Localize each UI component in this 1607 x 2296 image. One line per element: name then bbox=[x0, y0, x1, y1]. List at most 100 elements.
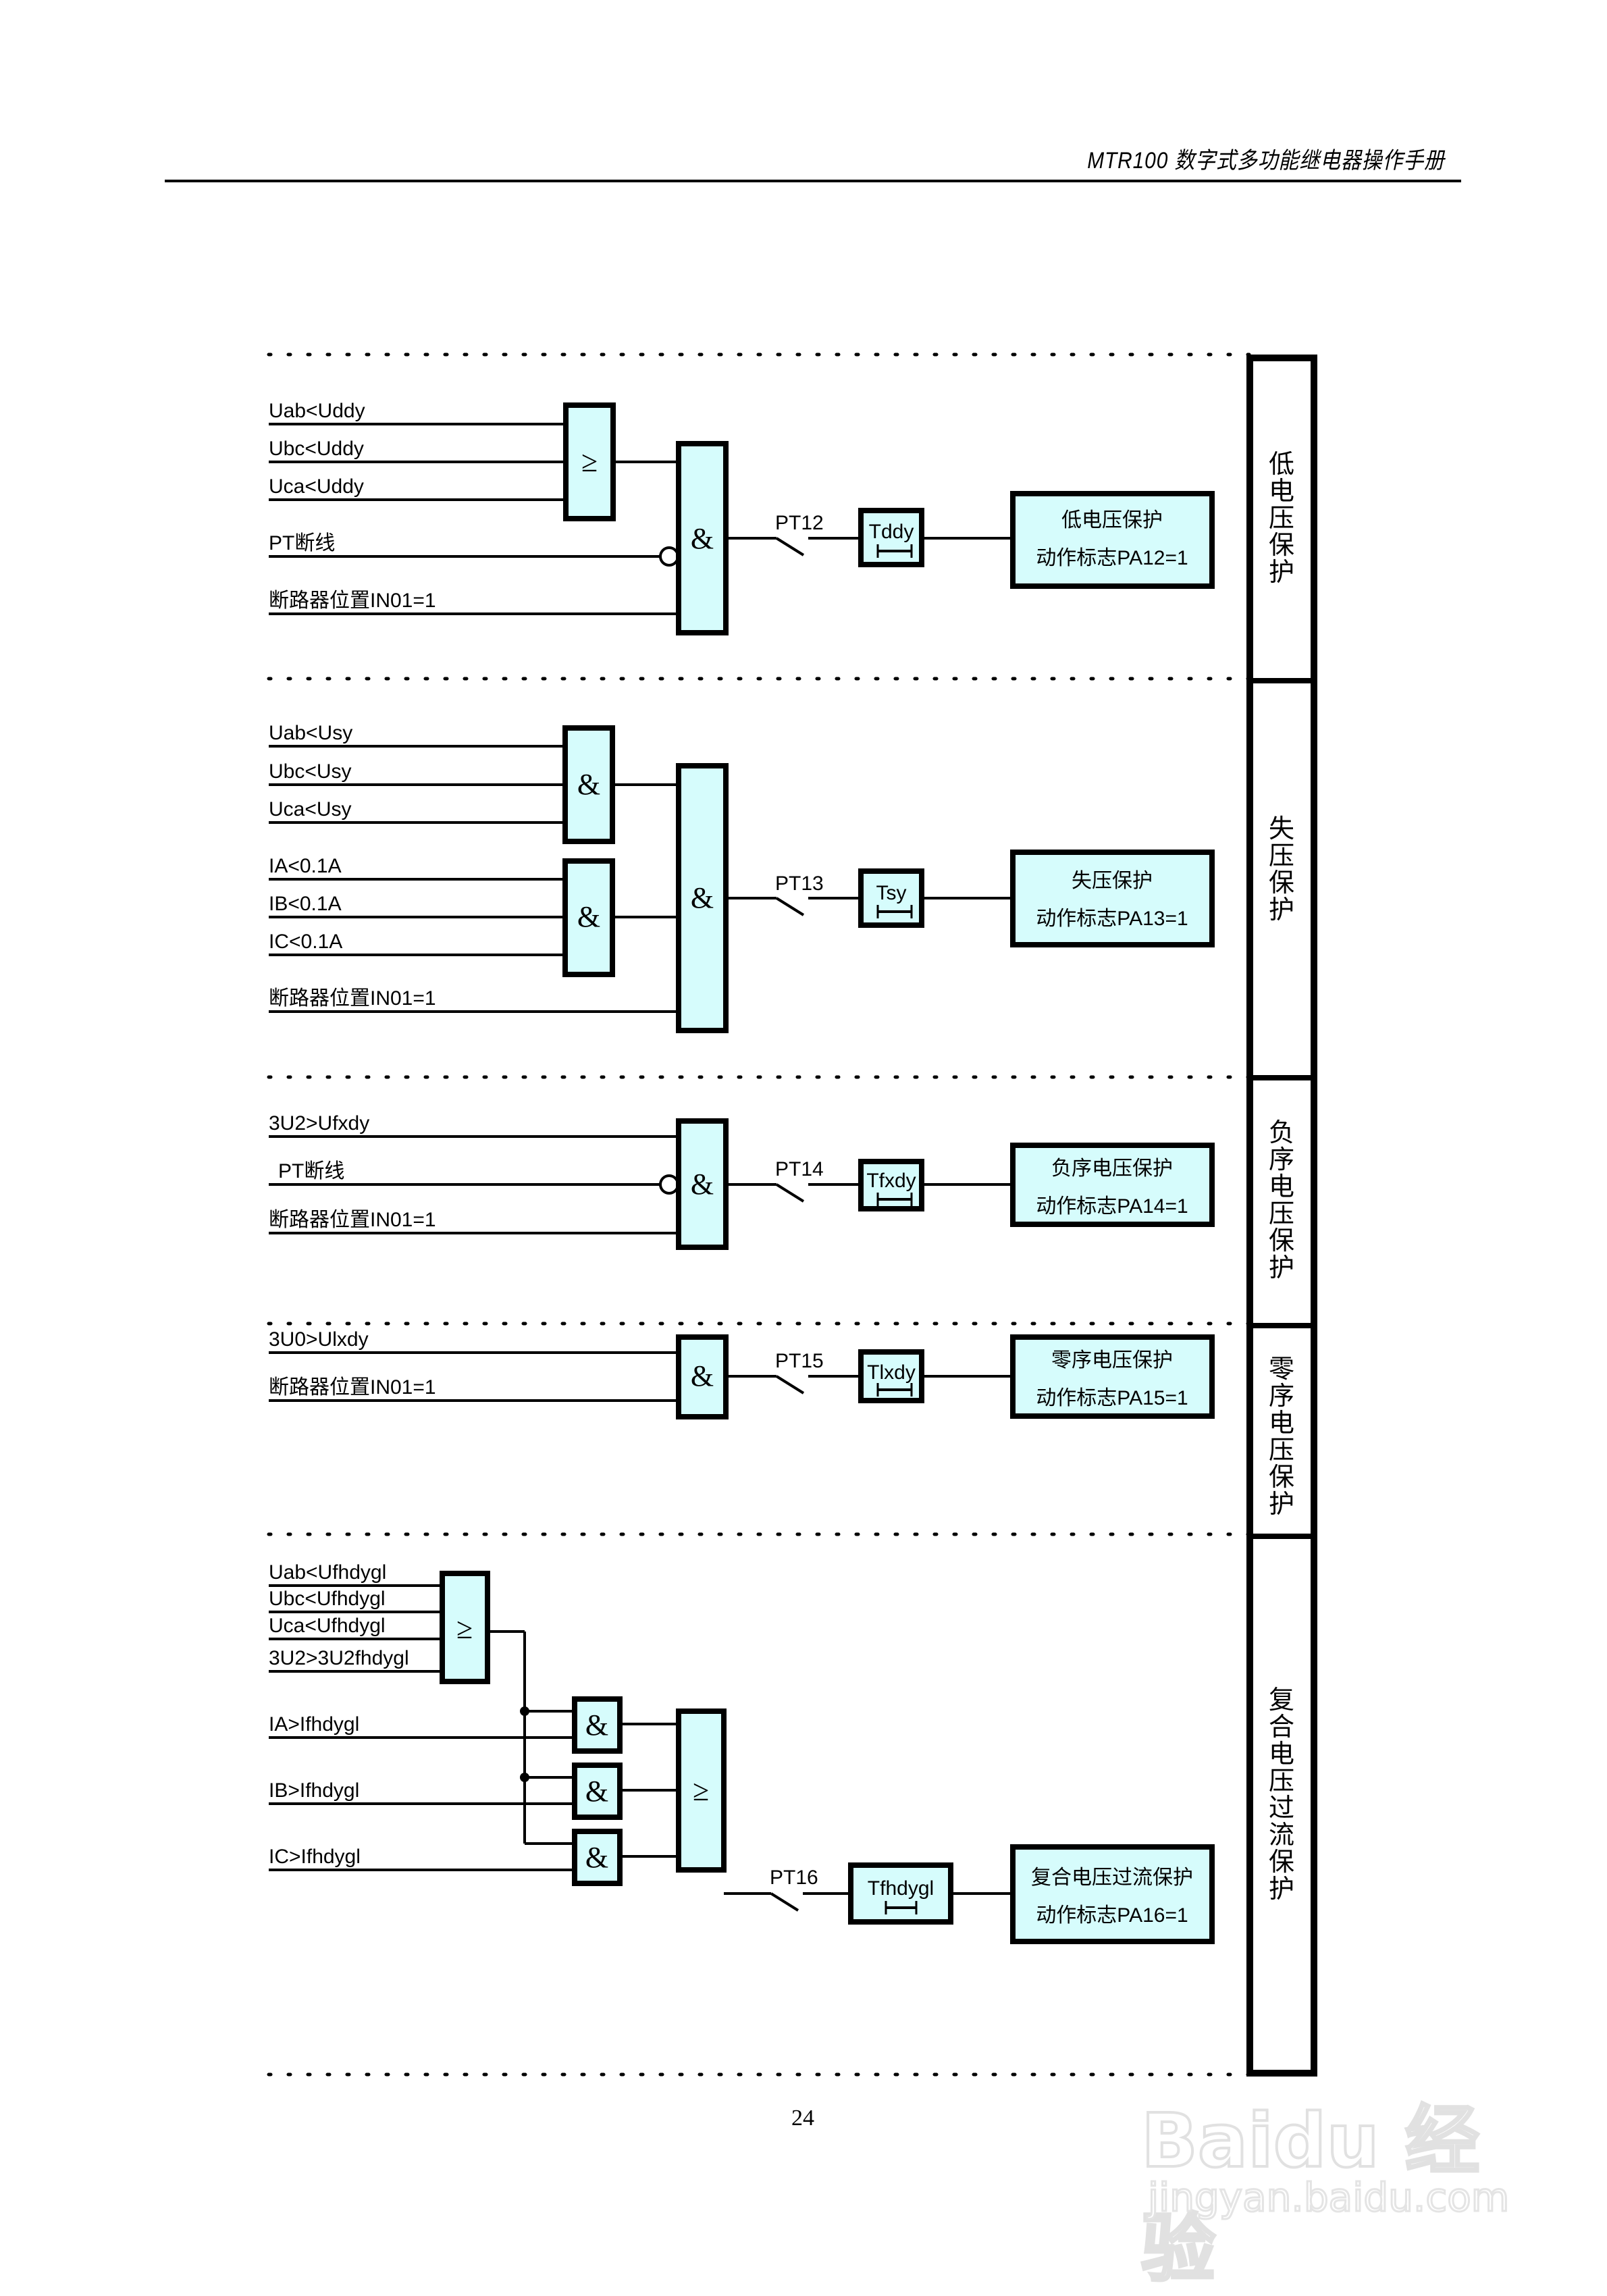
side-label-char: 压 bbox=[1269, 1435, 1294, 1465]
side-label-char: 压 bbox=[1269, 841, 1294, 870]
output-block bbox=[1010, 1844, 1215, 1944]
output-label-2: 动作标志PA15=1 bbox=[1036, 1387, 1188, 1409]
output-label-1: 负序电压保护 bbox=[1051, 1157, 1173, 1180]
timer-label: Tfxdy bbox=[866, 1170, 916, 1192]
output-block bbox=[1010, 1143, 1215, 1227]
output-label-2: 动作标志PA13=1 bbox=[1036, 908, 1188, 930]
input-label: IA>Ifhdygl bbox=[269, 1713, 359, 1736]
and-gate-b bbox=[572, 1763, 623, 1820]
switch-blade bbox=[775, 1183, 805, 1203]
side-label-char: 压 bbox=[1269, 503, 1294, 533]
side-label-char: 负 bbox=[1269, 1118, 1294, 1147]
gate-symbol: & bbox=[577, 900, 600, 933]
timer-label: Tddy bbox=[869, 521, 914, 543]
timer-label: Tlxdy bbox=[867, 1361, 916, 1384]
timer-block bbox=[858, 868, 924, 928]
section-separators bbox=[267, 353, 1251, 2077]
section-compound-overcurrent bbox=[269, 1571, 727, 1886]
switch-blade bbox=[775, 1375, 805, 1394]
input-label: 3U0>Ulxdy bbox=[269, 1328, 369, 1351]
input-label: 3U2>3U2fhdygl bbox=[269, 1647, 409, 1669]
side-label-low-voltage: 低电压保护 bbox=[1269, 449, 1294, 587]
input-label: Uca<Uddy bbox=[269, 475, 364, 498]
side-label-compound-overcurrent: 复合电压过流保护 bbox=[1269, 1685, 1294, 1904]
input-label: Uab<Uddy bbox=[269, 400, 365, 422]
side-label-char: 电 bbox=[1269, 1739, 1294, 1769]
output-block bbox=[1010, 850, 1215, 947]
section-zero-sequence bbox=[269, 1334, 1215, 1419]
side-label-char: 失 bbox=[1269, 814, 1294, 843]
side-label-char: 序 bbox=[1269, 1145, 1294, 1174]
manual-title: MTR100 数字式多功能继电器操作手册 bbox=[1087, 148, 1445, 174]
gate-symbol: & bbox=[585, 1775, 608, 1808]
switch-blade bbox=[775, 897, 805, 916]
output-label-1: 失压保护 bbox=[1072, 870, 1153, 892]
side-label-char: 保 bbox=[1269, 1226, 1294, 1255]
switch-label: PT12 bbox=[775, 512, 824, 534]
gate-symbol: & bbox=[691, 522, 714, 555]
input-label: PT断线 bbox=[269, 532, 335, 554]
side-label-char: 保 bbox=[1269, 530, 1294, 560]
gate-symbol: ≥ bbox=[581, 445, 598, 478]
switch-label: PT13 bbox=[775, 872, 824, 895]
input-label: PT断线 bbox=[278, 1160, 344, 1182]
and-gate-current bbox=[562, 858, 615, 977]
side-label-loss-of-voltage: 失压保护 bbox=[1269, 814, 1294, 924]
output-label-2: 动作标志PA16=1 bbox=[1036, 1904, 1188, 1927]
baidu-watermark: Baidu 经验 jingyan.baidu.com bbox=[1140, 2066, 1519, 2293]
input-label: Uab<Usy bbox=[269, 722, 352, 744]
input-label: Uab<Ufhdygl bbox=[269, 1561, 386, 1584]
timer-label: Tsy bbox=[876, 882, 907, 904]
switch-blade bbox=[775, 537, 805, 556]
and-gate bbox=[676, 441, 729, 635]
output-label-1: 低电压保护 bbox=[1061, 509, 1163, 531]
and-gate-voltage bbox=[562, 725, 615, 844]
input-label: IA<0.1A bbox=[269, 855, 342, 877]
input-label: IC<0.1A bbox=[269, 931, 342, 953]
input-label: IB<0.1A bbox=[269, 893, 342, 915]
switch-blade bbox=[770, 1892, 799, 1912]
side-label-char: 护 bbox=[1269, 895, 1294, 924]
side-label-char: 电 bbox=[1269, 1408, 1294, 1438]
side-label-char: 保 bbox=[1269, 868, 1294, 897]
and-gate-c bbox=[572, 1829, 623, 1886]
section-low-voltage bbox=[269, 402, 1215, 635]
side-label-char: 复 bbox=[1269, 1685, 1294, 1715]
side-label-column bbox=[1246, 355, 1317, 2077]
output-label-1: 零序电压保护 bbox=[1051, 1349, 1173, 1372]
input-label: 断路器位置IN01=1 bbox=[269, 1209, 436, 1231]
input-label: Ubc<Uddy bbox=[269, 438, 364, 460]
side-label-zero-sequence: 零序电压保护 bbox=[1269, 1354, 1294, 1519]
gate-symbol: & bbox=[691, 1359, 714, 1392]
gate-symbol: & bbox=[577, 768, 600, 801]
gate-symbol: & bbox=[691, 881, 714, 914]
timer-block bbox=[848, 1862, 953, 1925]
side-label-char: 护 bbox=[1269, 1253, 1294, 1282]
side-label-char: 护 bbox=[1269, 1874, 1294, 1904]
input-label: Uca<Usy bbox=[269, 798, 352, 820]
timer-block bbox=[858, 1159, 924, 1211]
side-label-char: 电 bbox=[1269, 1172, 1294, 1201]
header-rule bbox=[165, 180, 1461, 182]
side-label-negative-sequence: 负序电压保护 bbox=[1269, 1118, 1294, 1282]
side-label-char: 低 bbox=[1269, 449, 1294, 479]
or-gate-main bbox=[676, 1708, 727, 1873]
input-label: 断路器位置IN01=1 bbox=[269, 987, 436, 1010]
input-label: 3U2>Ufxdy bbox=[269, 1112, 369, 1134]
input-label: Ubc<Usy bbox=[269, 760, 352, 783]
side-label-char: 合 bbox=[1269, 1712, 1294, 1742]
gate-symbol: & bbox=[585, 1708, 608, 1742]
output-label-1: 复合电压过流保护 bbox=[1031, 1867, 1193, 1889]
side-label-char: 零 bbox=[1269, 1354, 1294, 1384]
or-gate bbox=[563, 402, 616, 521]
watermark-url: jingyan.baidu.com bbox=[1147, 2174, 1510, 2222]
output-label-2: 动作标志PA14=1 bbox=[1036, 1195, 1188, 1218]
side-label-char: 护 bbox=[1269, 557, 1294, 587]
side-labels: 低电压保护 失压保护 负序电压保护 零序电压保护 复合电压过流保护 bbox=[1269, 449, 1294, 1904]
section-negative-sequence bbox=[269, 1118, 1215, 1250]
switch-label: PT16 bbox=[770, 1867, 818, 1889]
gate-symbol: ≥ bbox=[456, 1612, 473, 1645]
watermark-brand: Baidu 经验 bbox=[1140, 2096, 1481, 2293]
side-label-char: 保 bbox=[1269, 1847, 1294, 1877]
